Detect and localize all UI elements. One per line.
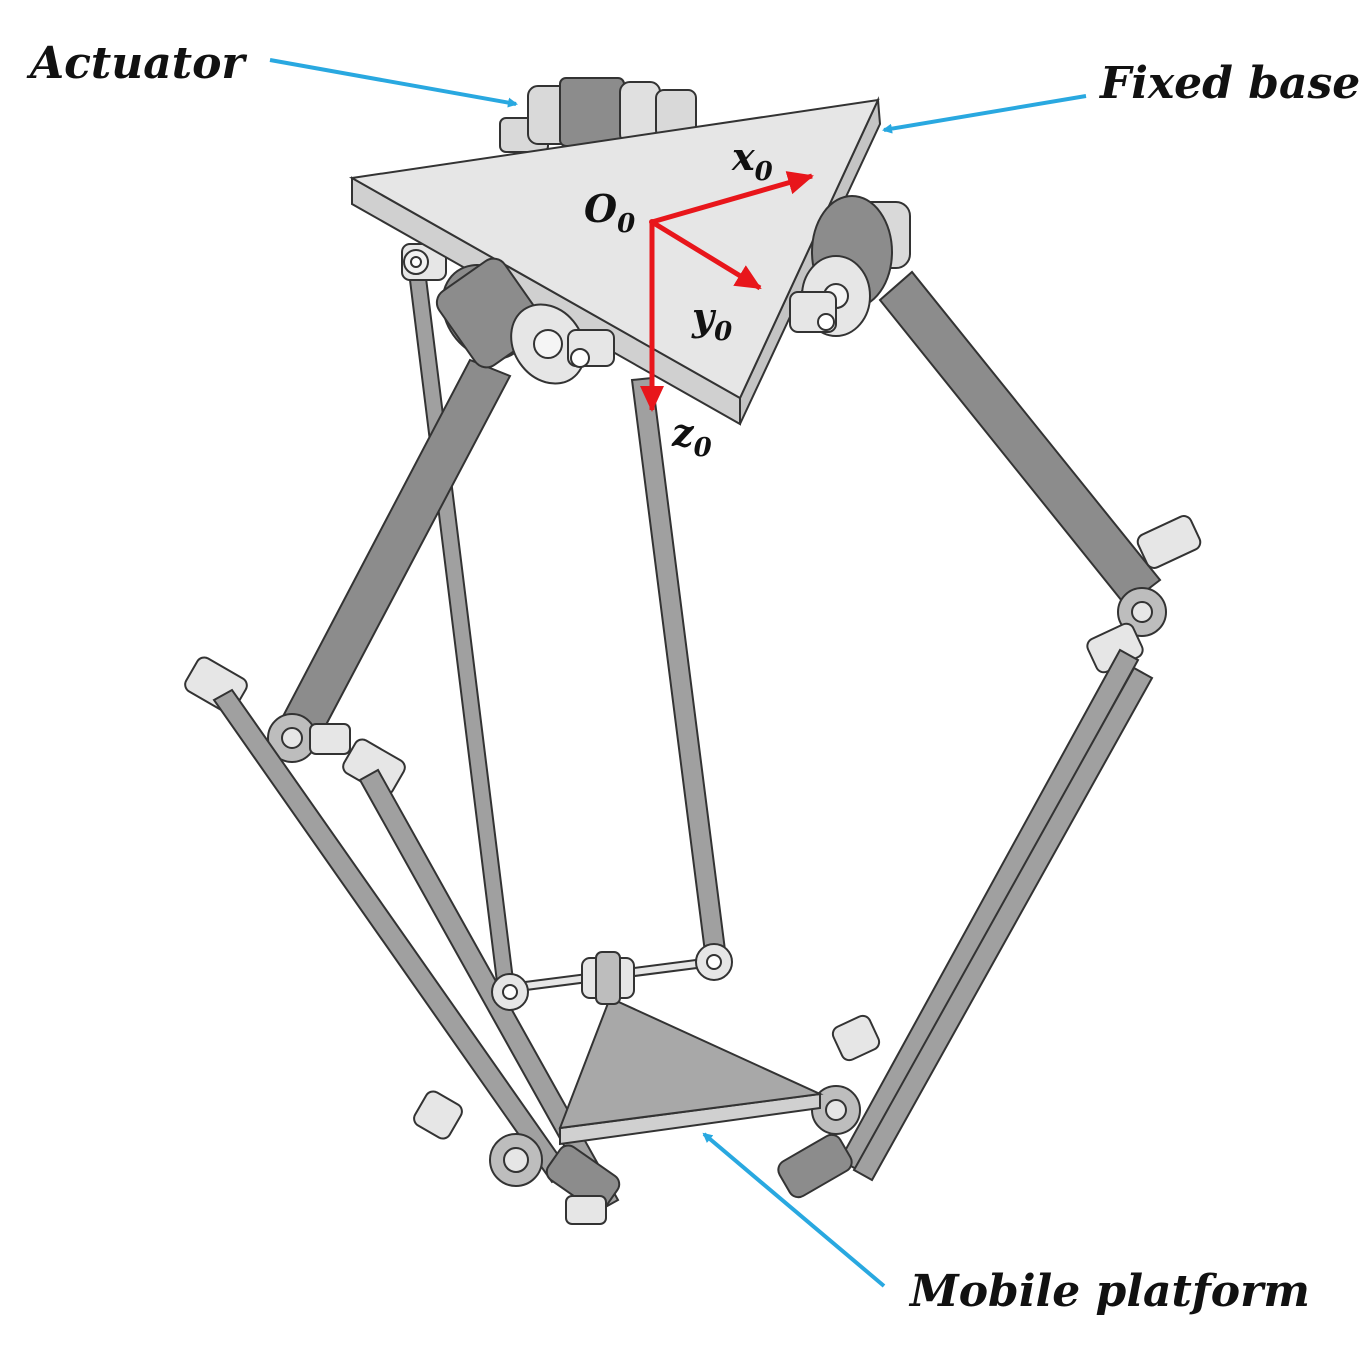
rear-actuator [499,77,697,153]
x-axis-label: x0 [731,134,773,187]
actuator-callout-arrow [269,58,518,108]
callout-arrows [269,58,1087,1288]
fixed-base-plate [348,96,882,426]
left-forearm-rods [212,688,620,1212]
rear-wrist-joints [491,943,733,1011]
right-forearm-rods [838,648,1154,1182]
left-actuator [435,257,615,385]
z-axis-label: z0 [671,410,712,463]
actuator-label: Actuator [26,38,247,89]
right-upper-arm [878,270,1162,608]
y-axis-arrow [650,219,762,291]
left-wrist-joint [413,1090,621,1225]
mobile-platform-label: Mobile platform [908,1266,1310,1317]
mobile-platform [558,996,824,1146]
fixed-base-label: Fixed base [1098,58,1360,109]
right-actuator [789,195,911,337]
base-coordinate-frame [640,171,814,412]
origin-label: O0 [584,186,635,239]
right-wrist-joint [777,1014,881,1199]
mobile-platform-callout-arrow [702,1132,886,1288]
fixed-base-callout-arrow [882,94,1087,134]
y-axis-label: y0 [691,294,732,347]
x-axis-arrow [651,171,814,225]
